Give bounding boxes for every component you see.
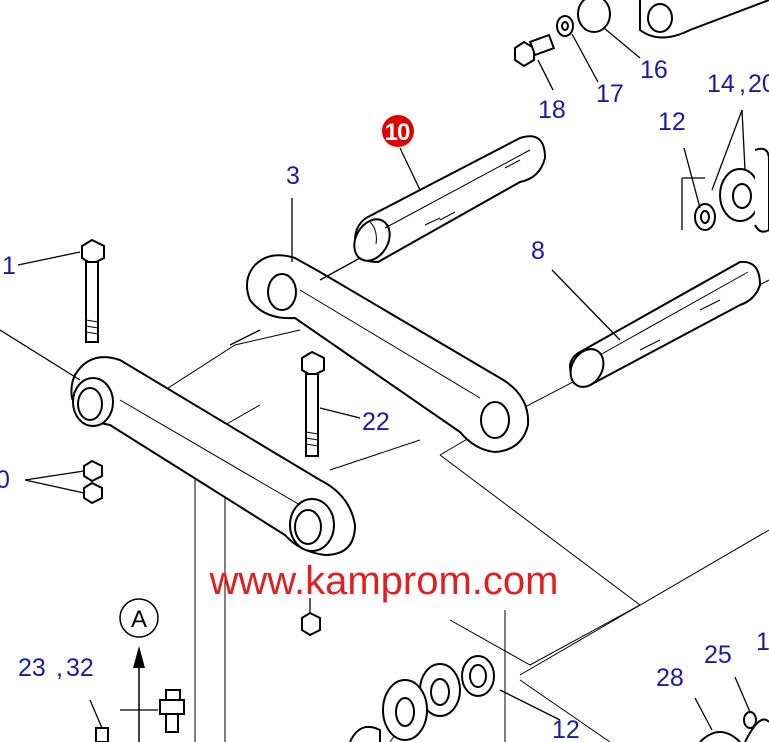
bolt-1 [81,238,105,343]
bolt-22 [301,350,325,457]
highlight-badge-10: 10 [382,115,414,147]
callout-32: 32 [66,654,94,682]
view-a-marker: A [119,598,159,742]
callout-1-bottom: 1 [756,628,769,656]
callout-0: 0 [0,466,10,494]
callout-20: 20 [748,70,769,98]
pin-8 [568,260,762,388]
grease-fitting-23 [159,689,185,733]
washers-lower [349,655,495,742]
callout-1: 1 [2,252,16,280]
link-lower [70,356,357,557]
callout-3: 3 [286,162,300,190]
svg-text:10: 10 [385,119,410,146]
callout-16: 16 [640,56,668,84]
bolt-18 [514,33,556,68]
callout-14: 14 [707,70,735,98]
callout-22: 22 [362,408,390,436]
leader-lines [0,27,751,731]
link-3 [245,254,530,454]
housing-top-right [639,0,769,39]
callout-23-comma: , [56,654,63,682]
washer-16 [577,0,611,33]
callout-12-bottom: 12 [552,716,580,742]
callout-labels: 1 3 8 12 14 , 20 16 17 18 22 0 23 , 32 2… [0,56,769,742]
callout-12-top: 12 [658,108,686,136]
callout-17: 17 [596,80,624,108]
washers-12-14 [694,147,769,233]
callout-28: 28 [656,664,684,692]
pin-10 [353,135,547,264]
callout-18: 18 [538,96,566,124]
svg-text:A: A [131,606,147,633]
washer-17 [556,15,574,37]
callout-8: 8 [531,237,545,265]
nuts [83,459,321,637]
grease-fitting-32 [95,727,109,742]
callout-25: 25 [704,641,732,669]
watermark: www.kamprom.com [209,559,559,603]
callout-14-comma: , [739,70,746,98]
callout-23: 23 [18,654,46,682]
